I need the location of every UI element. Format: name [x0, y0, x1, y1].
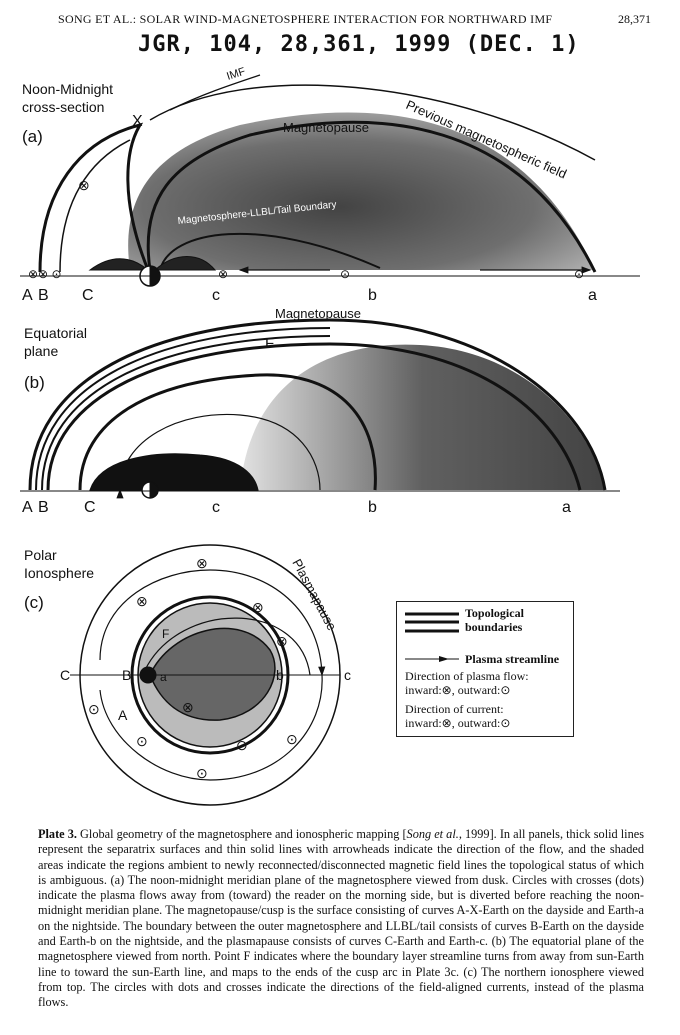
- imf-label: IMF: [225, 66, 247, 83]
- magnetopause-label-a: Magnetopause: [283, 120, 369, 135]
- point-F-c: F: [162, 627, 169, 641]
- point-B-b: B: [38, 499, 49, 516]
- dot-symbol: ⊙: [574, 267, 584, 281]
- panel-a-label: (a): [22, 127, 43, 146]
- legend-topological-1: Topological: [465, 606, 524, 620]
- figure-plate-3: Noon-Midnight cross-section (a) IMF X Ma…: [20, 66, 640, 806]
- point-a-b: a: [562, 499, 571, 516]
- cross-symbol: ⊗: [182, 699, 194, 715]
- panel-b-title-1: Equatorial: [24, 325, 87, 341]
- point-B-c: B: [122, 667, 131, 683]
- panel-a-title-1: Noon-Midnight: [22, 81, 113, 97]
- dot-symbol: ⊙: [136, 733, 148, 749]
- cross-symbol: ⊗: [78, 177, 90, 193]
- f-point-label: F: [265, 335, 274, 352]
- point-b-a: b: [368, 287, 377, 304]
- cross-symbol: ⊗: [218, 267, 228, 281]
- point-A-b: A: [22, 499, 33, 516]
- cross-symbol: ⊗: [196, 555, 208, 571]
- panel-b: [20, 318, 620, 499]
- magnetopause-label-b: Magnetopause: [275, 306, 361, 321]
- dot-symbol: ⊙: [236, 737, 248, 753]
- figure-caption: Plate 3. Global geometry of the magnetos…: [38, 827, 644, 1011]
- x-point-label: X: [132, 113, 143, 130]
- panel-a-title-2: cross-section: [22, 99, 104, 115]
- figure-legend: Topological boundaries Plasma streamline…: [396, 601, 574, 737]
- point-b-c: b: [276, 667, 284, 683]
- topological-boundaries-swatch: [405, 612, 459, 662]
- point-C-a: C: [82, 287, 94, 304]
- panel-b-label: (b): [24, 373, 45, 392]
- dot-symbol: ⊙: [196, 765, 208, 781]
- legend-streamline: Plasma streamline: [465, 652, 560, 666]
- panel-c: [70, 544, 341, 806]
- dot-symbol: ⊙: [340, 267, 350, 281]
- dot-symbol: ⊙: [286, 731, 298, 747]
- legend-plasma-flow-values: inward:⊗, outward:⊙: [405, 683, 511, 697]
- panel-c-title-2: Ionosphere: [24, 565, 94, 581]
- caption-label: Plate 3.: [38, 827, 77, 841]
- point-A-a: A: [22, 287, 33, 304]
- cross-symbol: ⊗: [252, 599, 264, 615]
- point-C-c: C: [60, 667, 70, 683]
- point-C-b: C: [84, 499, 96, 516]
- legend-current-title: Direction of current:: [405, 702, 504, 716]
- legend-current-values: inward:⊗, outward:⊙: [405, 716, 511, 730]
- caption-text-1: Global geometry of the magnetosphere and…: [76, 827, 407, 841]
- point-c-c: c: [344, 667, 351, 683]
- caption-text-2: , 1999]. In all panels, thick solid line…: [38, 827, 644, 1010]
- plasmapause-label: Plasmapause: [289, 556, 339, 633]
- panel-c-title-1: Polar: [24, 547, 57, 563]
- cross-symbol: ⊗: [136, 593, 148, 609]
- panel-a: [20, 74, 640, 287]
- cross-symbol: ⊗⊗ ⊙: [28, 267, 62, 281]
- dot-symbol: ⊙: [88, 701, 100, 717]
- point-a-c: a: [160, 670, 167, 684]
- panel-c-label: (c): [24, 593, 44, 612]
- point-c-b: c: [212, 499, 220, 516]
- point-B-a: B: [38, 287, 49, 304]
- page-number: 28,371: [618, 12, 651, 26]
- legend-topological-2: boundaries: [465, 620, 523, 634]
- caption-citation: Song et al.: [406, 827, 459, 841]
- point-b-b: b: [368, 499, 377, 516]
- cross-symbol: ⊗: [276, 633, 288, 649]
- handwritten-citation: JGR, 104, 28,361, 1999 (DEC. 1): [138, 32, 580, 57]
- legend-plasma-flow-title: Direction of plasma flow:: [405, 669, 529, 683]
- panel-b-title-2: plane: [24, 343, 58, 359]
- running-title: SONG ET AL.: SOLAR WIND-MAGNETOSPHERE IN…: [58, 12, 553, 26]
- point-a-a: a: [588, 287, 597, 304]
- point-c-a: c: [212, 287, 220, 304]
- point-A-c: A: [118, 707, 128, 723]
